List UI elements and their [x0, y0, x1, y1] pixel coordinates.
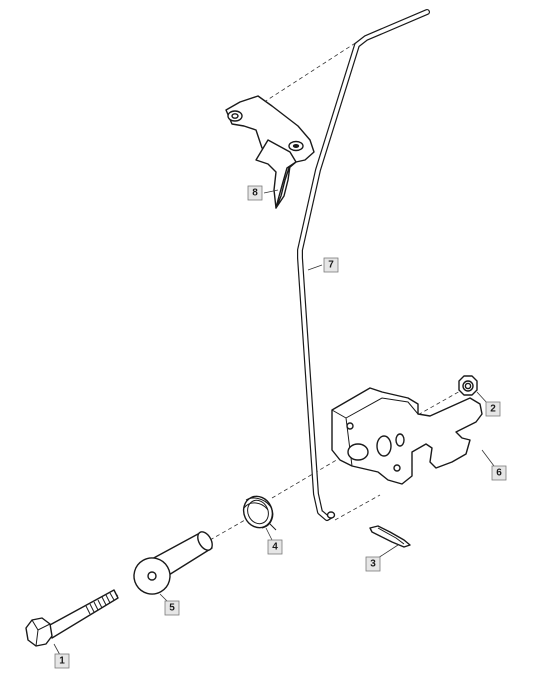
- callout-2: 2: [485, 401, 501, 417]
- callout-7-label: 7: [328, 260, 334, 271]
- callout-4: 4: [267, 539, 283, 555]
- callout-6-label: 6: [496, 468, 502, 479]
- callout-3: 3: [365, 556, 381, 572]
- part-2-nut: [458, 375, 478, 396]
- part-6-plate-bracket: [331, 387, 483, 485]
- part-3-clip: [369, 525, 411, 548]
- callout-1: 1: [54, 653, 70, 669]
- callout-2-label: 2: [490, 404, 496, 415]
- callout-4-label: 4: [272, 542, 278, 553]
- part-1-bolt: [25, 589, 119, 647]
- part-7-rod: [297, 9, 430, 521]
- callout-1-label: 1: [59, 656, 65, 667]
- callout-3-label: 3: [370, 559, 376, 570]
- callout-8: 8: [247, 185, 263, 201]
- callout-5: 5: [164, 600, 180, 616]
- callout-7: 7: [323, 257, 339, 273]
- callout-6: 6: [491, 465, 507, 481]
- callout-5-label: 5: [169, 603, 175, 614]
- part-8-lever: [225, 95, 315, 209]
- part-5-bushing: [133, 531, 213, 595]
- callout-8-label: 8: [252, 188, 258, 199]
- part-4-spring: [242, 495, 277, 531]
